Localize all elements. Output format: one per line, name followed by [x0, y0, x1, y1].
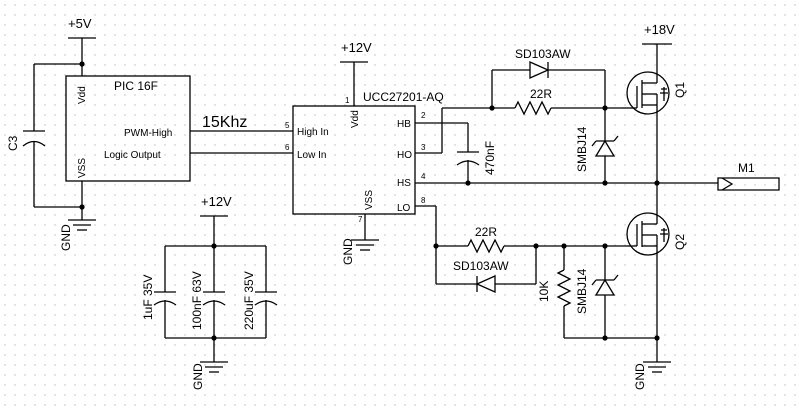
m1-label: M1	[738, 161, 755, 175]
tvs-high-label: SMBJ14	[575, 126, 589, 172]
d-low-label: SD103AW	[453, 259, 509, 273]
c-100n-label: 100nF 63V	[190, 271, 204, 330]
driver-ho-label: HO	[397, 150, 412, 161]
pic-section: +5V C3 PIC 16F Vdd VSS PWM-High Logic Ou…	[6, 16, 293, 251]
c-boot-label: 470nF	[483, 141, 497, 175]
motor-connector	[717, 177, 780, 191]
tvs-low-label: SMBJ14	[575, 268, 589, 314]
gnd-label-driver: GND	[341, 238, 355, 265]
c-220u-label: 220uF 35V	[242, 271, 256, 330]
frequency-label: 15Khz	[202, 114, 247, 131]
driver-high-in-label: High In	[297, 127, 329, 138]
driver-pin5: 5	[285, 121, 290, 130]
c-1u-label: 1uF 35V	[141, 275, 155, 320]
driver-part-label: UCC27201-AQ	[363, 90, 444, 104]
driver-vdd-label: Vdd	[350, 110, 361, 128]
driver-section: +12V UCC27201-AQ 1 Vdd High In Low In 5 …	[285, 40, 444, 265]
r-10k-label: 10K	[537, 281, 551, 302]
high-side-section: +18V SD103AW 22R 470nF	[415, 22, 780, 191]
pic-title: PIC 16F	[114, 79, 158, 93]
gnd-label-bank: GND	[191, 363, 205, 390]
driver-hs-label: HS	[397, 178, 411, 189]
driver-low-in-label: Low In	[297, 150, 326, 161]
driver-pin1: 1	[345, 96, 350, 105]
driver-pin3: 3	[421, 143, 426, 152]
ucc27201-chip	[292, 105, 416, 215]
pic-logic-output-label: Logic Output	[104, 150, 161, 161]
plus5v-label: +5V	[68, 16, 92, 31]
driver-lo-label: LO	[397, 203, 411, 214]
pic16f-chip	[65, 75, 191, 182]
q2-mosfet	[626, 212, 670, 256]
plus12v-driver-label: +12V	[341, 40, 372, 55]
driver-pin6: 6	[285, 143, 290, 152]
q2-label: Q2	[673, 234, 687, 250]
driver-pin2: 2	[421, 111, 426, 120]
d-high-label: SD103AW	[515, 47, 571, 61]
driver-vss-label: VSS	[364, 190, 375, 210]
driver-pin4: 4	[421, 172, 426, 181]
pic-vdd-label: Vdd	[77, 86, 88, 104]
plus18v-label: +18V	[644, 22, 675, 37]
gnd-label-pic: GND	[59, 224, 73, 251]
driver-pin7: 7	[358, 215, 363, 224]
q1-mosfet	[626, 71, 670, 115]
driver-pin8: 8	[421, 196, 426, 205]
q1-label: Q1	[673, 82, 687, 98]
gnd-label-low: GND	[633, 363, 647, 390]
c3-label: C3	[6, 135, 20, 151]
low-side-section: 22R SD103AW 10K SMBJ14 Q2	[415, 183, 687, 390]
driver-hb-label: HB	[397, 119, 411, 130]
cap-bank-section: +12V 1uF 35V 100nF 63V 220uF 35V GND	[141, 194, 278, 390]
plus12v-bank-label: +12V	[201, 194, 232, 209]
r-high-label: 22R	[530, 87, 552, 101]
pic-vss-label: VSS	[77, 158, 88, 178]
pic-pwm-high-label: PWM-High	[124, 128, 172, 139]
r-low-label: 22R	[475, 225, 497, 239]
